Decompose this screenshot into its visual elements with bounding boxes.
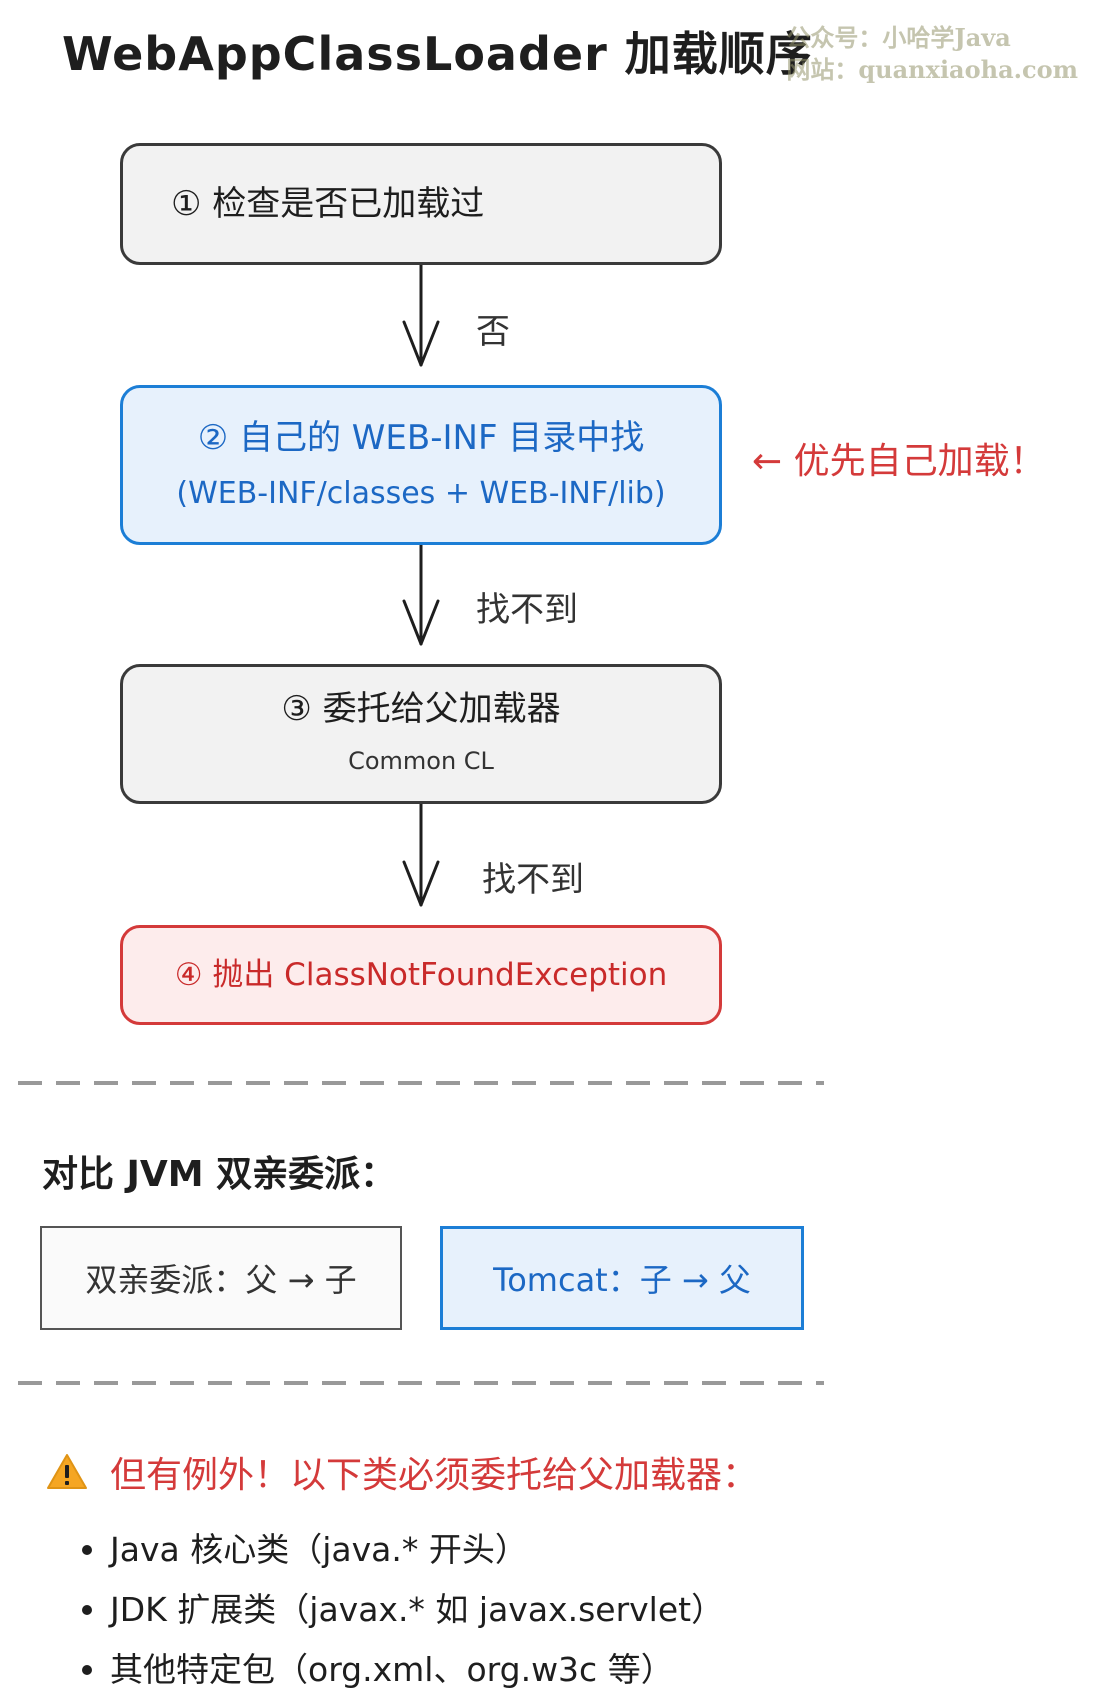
step-3-sublabel: Common CL <box>348 747 494 775</box>
watermark-line-1: 公众号：小哈学Java <box>786 23 1011 52</box>
arrow-1-head <box>402 320 440 367</box>
watermark: 公众号：小哈学Java 网站：quanxiaoha.com <box>786 22 1078 86</box>
arrow-2-head <box>402 599 440 646</box>
list-item-text: Java 核心类（java.* 开头） <box>110 1530 528 1569</box>
list-item-text: JDK 扩展类（javax.* 如 javax.servlet） <box>110 1590 725 1629</box>
exception-heading-row: 但有例外！以下类必须委托给父加载器： <box>46 1446 758 1498</box>
step-4-box: ④ 抛出 ClassNotFoundException <box>120 925 722 1025</box>
step-3-label: ③ 委托给父加载器 <box>281 689 561 729</box>
exception-list: Java 核心类（java.* 开头） JDK 扩展类（javax.* 如 ja… <box>82 1520 724 1700</box>
warning-icon <box>47 1454 87 1489</box>
list-item: JDK 扩展类（javax.* 如 javax.servlet） <box>82 1580 724 1640</box>
diagram-title: WebAppClassLoader 加载顺序 <box>62 27 813 81</box>
edge-label-3: 找不到 <box>482 860 584 900</box>
step-3-box: ③ 委托给父加载器 Common CL <box>120 664 722 804</box>
list-item: Java 核心类（java.* 开头） <box>82 1520 724 1580</box>
compare-jvm-label: 双亲委派：父 → 子 <box>85 1261 357 1299</box>
bullet-icon <box>82 1605 92 1615</box>
list-item-text: 其他特定包（org.xml、org.w3c 等） <box>110 1650 674 1689</box>
watermark-line-2: 网站：quanxiaoha.com <box>786 55 1078 84</box>
compare-tomcat-label: Tomcat：子 → 父 <box>493 1261 751 1299</box>
step-1-label: ① 检查是否已加载过 <box>171 184 485 224</box>
step-2-label: ② 自己的 WEB-INF 目录中找 <box>197 418 645 458</box>
list-item: 其他特定包（org.xml、org.w3c 等） <box>82 1640 724 1700</box>
step-2-sublabel: (WEB-INF/classes + WEB-INF/lib) <box>176 476 666 511</box>
side-note: ← 优先自己加载！ <box>752 441 1046 482</box>
bullet-icon <box>82 1665 92 1675</box>
exception-heading: 但有例外！以下类必须委托给父加载器： <box>110 1455 759 1496</box>
edge-label-2: 找不到 <box>476 590 578 630</box>
arrow-3-head <box>402 860 440 907</box>
step-2-box: ② 自己的 WEB-INF 目录中找 (WEB-INF/classes + WE… <box>120 385 722 545</box>
step-4-label: ④ 抛出 ClassNotFoundException <box>174 957 668 993</box>
compare-jvm-box: 双亲委派：父 → 子 <box>40 1226 402 1330</box>
compare-title: 对比 JVM 双亲委派： <box>42 1154 397 1195</box>
bullet-icon <box>82 1545 92 1555</box>
edge-label-1: 否 <box>476 312 510 352</box>
step-1-box: ① 检查是否已加载过 <box>120 143 722 265</box>
compare-tomcat-box: Tomcat：子 → 父 <box>440 1226 804 1330</box>
